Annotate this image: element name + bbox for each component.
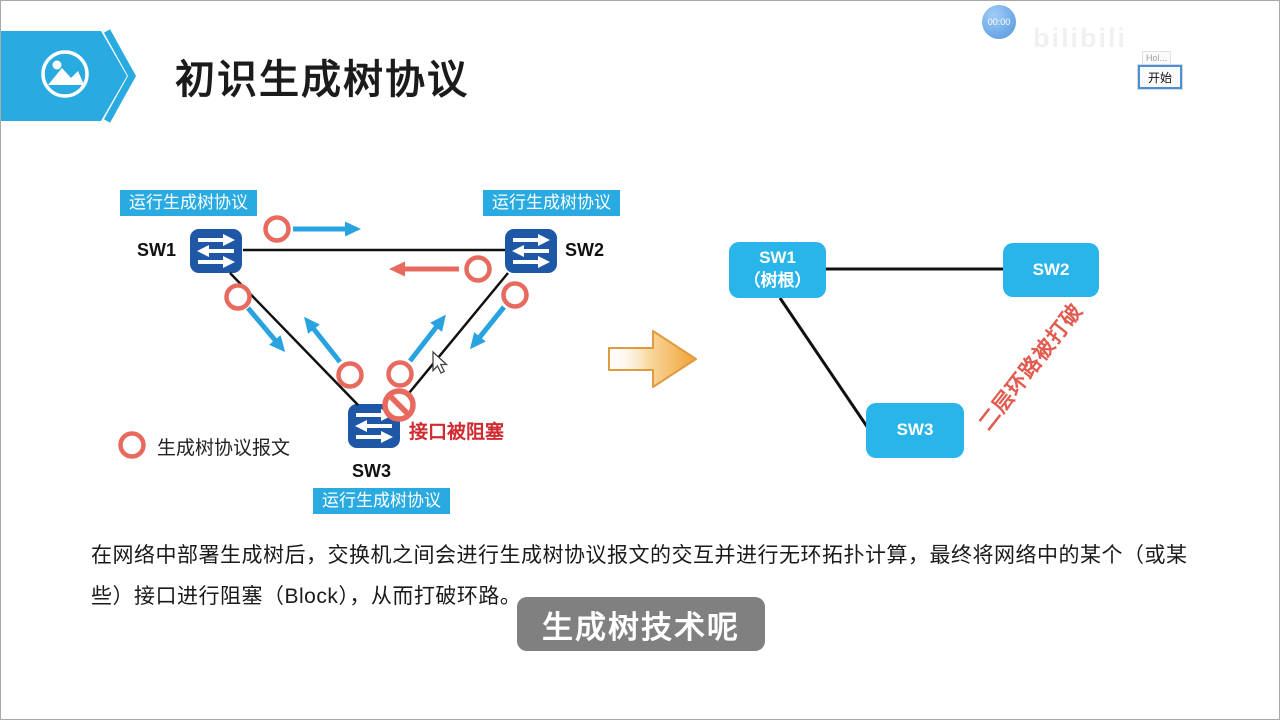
timer-bubble[interactable]: 00:00 <box>982 5 1016 39</box>
sw1-label: SW1 <box>137 240 177 260</box>
flow-arrow-upright <box>408 314 446 363</box>
bpdu-packet <box>263 215 291 243</box>
subtitle-caption: 生成树技术呢 <box>517 597 765 651</box>
paragraph-line1: 在网络中部署生成树后，交换机之间会进行生成树协议报文的交互并进行无环拓扑计算，最… <box>91 544 1188 567</box>
sw2-protocol-tag: 运行生成树协议 <box>483 190 620 216</box>
bilibili-watermark: bilibili <box>1033 23 1127 53</box>
sw1-switch-icon <box>190 229 242 273</box>
right-node-sw2: SW2 <box>1003 243 1099 297</box>
legend-label: 生成树协议报文 <box>157 438 291 459</box>
header-banner <box>1 29 137 123</box>
right-sw2-name: SW2 <box>1032 259 1070 279</box>
sw2-label: SW2 <box>565 240 605 260</box>
sw1-protocol-tag: 运行生成树协议 <box>120 190 257 216</box>
bpdu-packet <box>501 281 529 309</box>
sw2-switch-icon <box>505 229 557 273</box>
sw3-protocol-tag: 运行生成树协议 <box>313 488 450 514</box>
sw3-label: SW3 <box>352 461 392 481</box>
right-sw3-name: SW3 <box>896 420 934 440</box>
mouse-cursor <box>432 350 449 374</box>
start-button[interactable]: 开始 <box>1138 65 1182 89</box>
bpdu-packet <box>336 361 364 389</box>
image-icon <box>41 50 89 98</box>
right-node-sw1: SW1 （树根） <box>729 242 826 298</box>
transition-arrow <box>608 330 697 388</box>
body-paragraph: 在网络中部署生成树后，交换机之间会进行生成树协议报文的交互并进行无环拓扑计算，最… <box>91 535 1201 617</box>
bpdu-packet <box>464 255 492 283</box>
paragraph-line2: 些）接口进行阻塞（Block），从而打破环路。 <box>91 585 522 608</box>
flow-arrow-downright <box>246 306 286 353</box>
timer-value: 00:00 <box>987 17 1011 27</box>
widget-tooltip: Hol... <box>1142 51 1172 65</box>
right-sw1-name: SW1 <box>759 248 796 268</box>
banner-chevron <box>103 29 137 123</box>
blocked-port-icon <box>382 388 416 422</box>
bpdu-packet <box>224 283 252 311</box>
bpdu-packet <box>386 360 414 388</box>
right-node-sw3: SW3 <box>866 403 964 458</box>
flow-arrow-downleft <box>469 305 506 350</box>
right-link-sw1-sw3 <box>778 297 872 432</box>
right-sw1-root: （树根） <box>743 271 812 290</box>
flow-arrow-upleft <box>304 316 342 364</box>
blocked-port-label: 接口被阻塞 <box>409 422 505 443</box>
link-sw2-sw3 <box>399 272 509 405</box>
legend-packet-icon <box>118 431 146 459</box>
page-title: 初识生成树协议 <box>175 58 469 102</box>
